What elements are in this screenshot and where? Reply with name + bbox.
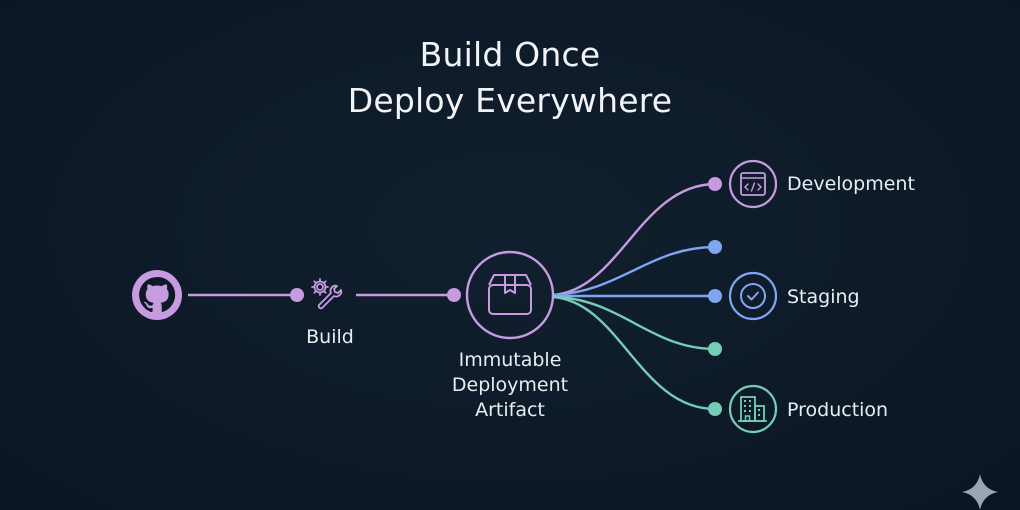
branch-2 xyxy=(552,245,716,297)
artifact-label: Immutable Deployment Artifact xyxy=(430,348,590,423)
title-line-1: Build Once xyxy=(419,35,601,74)
artifact-label-line-2: Deployment xyxy=(451,374,569,396)
branch-dot-4 xyxy=(708,342,722,356)
gear-wrench-icon xyxy=(311,278,343,310)
branch-production xyxy=(552,295,716,411)
branch-dot-development xyxy=(708,177,722,191)
staging-label: Staging xyxy=(787,286,860,308)
connector-dot-artifact xyxy=(447,288,461,302)
connector-dot-build xyxy=(290,288,304,302)
branch-4 xyxy=(552,295,716,351)
branch-dot-production xyxy=(708,402,722,416)
check-circle-icon xyxy=(728,271,778,321)
title-line-2: Deploy Everywhere xyxy=(347,81,673,120)
build-label: Build xyxy=(306,326,354,348)
development-label: Development xyxy=(787,173,915,195)
branch-development xyxy=(552,182,716,297)
sparkle-icon xyxy=(962,474,998,510)
artifact-label-line-1: Immutable xyxy=(458,349,562,371)
code-window-icon xyxy=(728,159,778,209)
buildings-icon xyxy=(728,384,778,434)
branch-dot-staging xyxy=(708,289,722,303)
package-box-icon xyxy=(465,250,555,340)
artifact-label-line-3: Artifact xyxy=(475,399,545,421)
branch-dot-2 xyxy=(708,240,722,254)
production-label: Production xyxy=(787,399,889,421)
github-icon xyxy=(132,270,182,320)
